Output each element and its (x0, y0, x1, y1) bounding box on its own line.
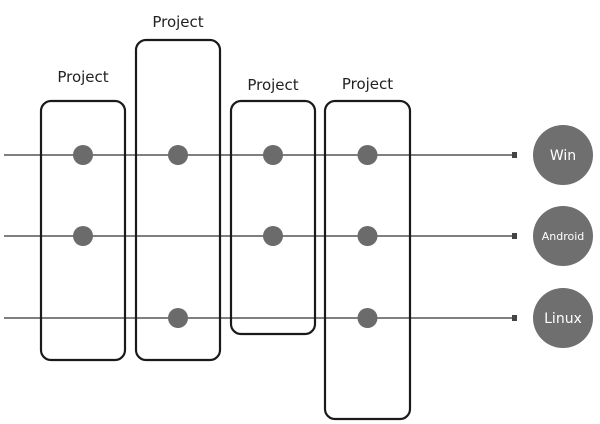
platform-badge (533, 125, 593, 185)
platform-badge (533, 206, 593, 266)
membership-node (73, 145, 93, 165)
membership-node (357, 145, 378, 165)
platform-label: Win (550, 148, 576, 164)
platform-label: Android (542, 230, 585, 243)
track-end-marker (512, 152, 517, 158)
platform-badge (533, 288, 593, 348)
membership-node (168, 145, 188, 165)
membership-node (263, 226, 283, 246)
membership-node (263, 145, 283, 165)
project-label: Project (152, 13, 203, 31)
project-label: Project (57, 68, 108, 86)
project-box (323, 99, 412, 421)
project-box (39, 99, 127, 362)
track-end-marker (512, 233, 517, 239)
project-label: Project (342, 75, 393, 93)
project-box (229, 99, 317, 336)
track-end-marker (512, 315, 517, 321)
membership-nodes (73, 145, 378, 328)
platform-label: Linux (544, 311, 582, 327)
project-box (134, 38, 222, 362)
project-label: Project (247, 76, 298, 94)
membership-node (357, 308, 378, 328)
membership-node (357, 226, 378, 246)
membership-node (73, 226, 93, 246)
membership-node (168, 308, 188, 328)
